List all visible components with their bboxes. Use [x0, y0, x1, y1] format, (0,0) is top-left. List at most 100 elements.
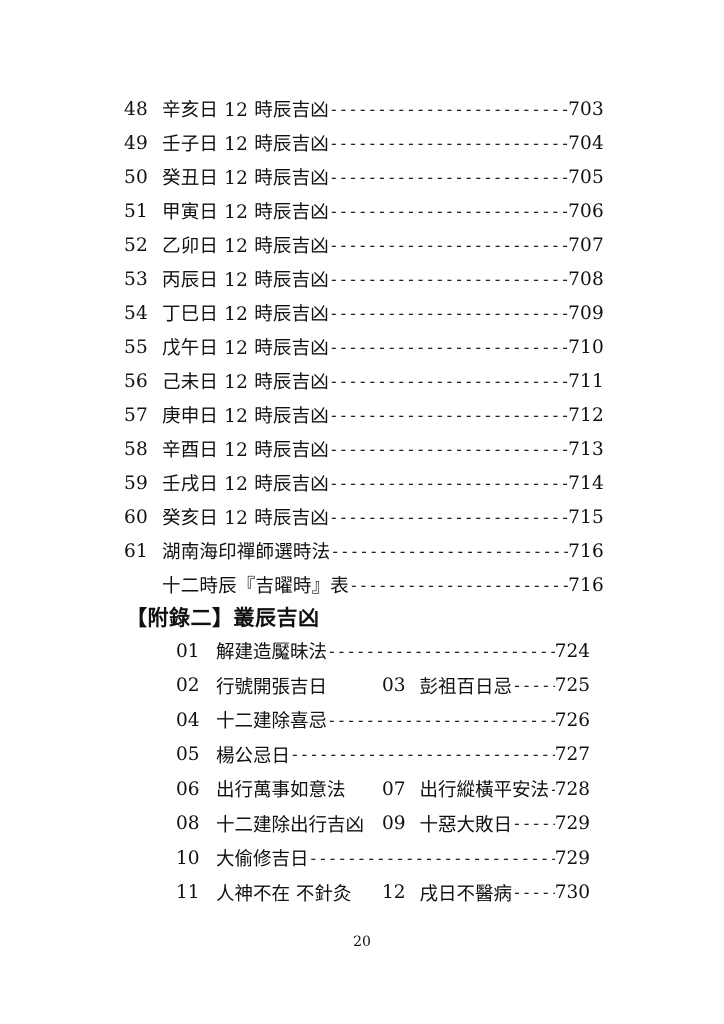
appendix-entry: 06 出行萬事如意法 07 出行縱橫平安法-728 [176, 772, 590, 807]
appendix-entry-page: 729 [554, 813, 590, 835]
toc-entry-leader: ---------------------------- [329, 133, 568, 153]
appendix-entry-number: 05 [176, 744, 200, 766]
appendix-entry-leader: ---------------------------- [308, 848, 555, 868]
toc-entry-title: 湖南海印禪師選時法 [162, 542, 331, 563]
toc-entry: 58 辛酉日 12 時辰吉凶---------------------------… [124, 432, 604, 466]
toc-entry-page: 711 [568, 370, 604, 392]
appendix-entry-title: 十二建除出行吉凶 [216, 814, 365, 836]
appendix-entry-title: 解建造魘昧法 [216, 642, 328, 664]
appendix-entry-number-second: 12 [382, 882, 406, 904]
toc-entry-page: 716 [568, 540, 604, 562]
toc-entry-page: 714 [568, 472, 604, 494]
toc-entry: 51 甲寅日 12 時辰吉凶---------------------------… [124, 194, 604, 228]
toc-entry-page: 713 [568, 438, 604, 460]
appendix-entry-title-second: 彭祖百日忌 [419, 676, 513, 698]
toc-entry-leader: ---------------------------- [329, 99, 568, 119]
toc-entry-page: 703 [568, 98, 604, 120]
toc-entry-page: 707 [568, 234, 604, 256]
toc-entry-number: 58 [124, 438, 148, 460]
toc-entry-title: 辛酉日 12 時辰吉凶 [162, 440, 330, 461]
toc-entry-number: 52 [124, 234, 148, 256]
toc-entry-leader: ------------------------ [349, 575, 569, 595]
appendix-heading: 【附錄二】叢辰吉凶 [126, 605, 320, 630]
toc-entry-title: 壬子日 12 時辰吉凶 [162, 134, 330, 155]
toc-entry-leader: ---------------------------- [329, 473, 568, 493]
toc-entry-title: 己未日 12 時辰吉凶 [162, 372, 330, 393]
toc-entry-leader: ---------------------------- [329, 507, 568, 527]
toc-entry-title: 甲寅日 12 時辰吉凶 [162, 202, 330, 223]
toc-entry-page: 706 [568, 200, 604, 222]
appendix-entry-page: 728 [554, 778, 590, 800]
appendix-entry-title: 行號開張吉日 [216, 676, 328, 698]
appendix-entry-number-second: 09 [382, 813, 406, 835]
appendix-entry-number: 06 [176, 778, 200, 800]
appendix-entry: 10 大偷修吉日----------------------------729 [176, 841, 590, 876]
toc-entry-leader: -------------------------- [330, 541, 569, 561]
toc-entry: 57 庚申日 12 時辰吉凶---------------------------… [124, 398, 604, 432]
appendix-entry-title-second: 出行縱橫平安法 [419, 780, 550, 802]
toc-entry-title: 戊午日 12 時辰吉凶 [162, 338, 330, 359]
appendix-entry-title-second: 戌日不醫病 [419, 883, 513, 905]
appendix-entry-leader: - [549, 780, 555, 799]
toc-entry-page: 710 [568, 336, 604, 358]
appendix-entry-page: 729 [554, 847, 590, 869]
toc-entry-title: 壬戌日 12 時辰吉凶 [162, 474, 330, 495]
toc-entry-leader: ---------------------------- [329, 337, 568, 357]
toc-entry-number: 54 [124, 302, 148, 324]
toc-entry-leader: ---------------------------- [329, 439, 568, 459]
toc-entry: 49 壬子日 12 時辰吉凶---------------------------… [124, 126, 604, 160]
appendix-entry-title-second: 十惡大敗日 [419, 814, 513, 836]
toc-entry-leader: ---------------------------- [329, 167, 568, 187]
toc-entry-page: 705 [568, 166, 604, 188]
toc-entry: 十二時辰『吉曜時』表------------------------716 [124, 568, 604, 602]
toc-entry-leader: ---------------------------- [329, 201, 568, 221]
toc-entry-number: 57 [124, 404, 148, 426]
appendix-entry-page: 726 [554, 709, 590, 731]
appendix-entry-leader: ----- [512, 676, 555, 696]
toc-entry-number: 55 [124, 336, 148, 358]
toc-entry: 54 丁巳日 12 時辰吉凶---------------------------… [124, 296, 604, 330]
appendix-entry-number: 01 [176, 640, 200, 662]
appendix-entry-title: 十二建除喜忌 [216, 711, 328, 733]
appendix-entry-leader: ------------------------------ [290, 745, 555, 765]
toc-entry-leader: ---------------------------- [329, 405, 568, 425]
toc-entry-number: 60 [124, 506, 148, 528]
toc-entry-leader: ---------------------------- [329, 371, 568, 391]
toc-entry-title: 庚申日 12 時辰吉凶 [162, 406, 330, 427]
toc-entry-page: 709 [568, 302, 604, 324]
toc-entry-title: 十二時辰『吉曜時』表 [162, 576, 350, 597]
appendix-entry-number-second: 07 [382, 778, 406, 800]
toc-entry-title: 丁巳日 12 時辰吉凶 [162, 304, 330, 325]
appendix-entry-number: 08 [176, 813, 200, 835]
appendix-entry-page: 730 [554, 882, 590, 904]
toc-entry-number: 50 [124, 166, 148, 188]
toc-entry-number: 53 [124, 268, 148, 290]
toc-entry: 55 戊午日 12 時辰吉凶---------------------------… [124, 330, 604, 364]
appendix-entry-title: 大偷修吉日 [216, 849, 309, 871]
appendix-entry-page: 725 [554, 675, 590, 697]
toc-entry-leader: ---------------------------- [329, 303, 568, 323]
toc-entry-page: 716 [568, 574, 604, 596]
appendix-entry-leader: ----- [512, 814, 555, 834]
toc-entry-title: 癸亥日 12 時辰吉凶 [162, 508, 330, 529]
toc-entry-number: 59 [124, 472, 148, 494]
appendix-entry-number: 11 [176, 882, 200, 904]
toc-entry-number: 51 [124, 200, 148, 222]
appendix-entry-number: 10 [176, 847, 200, 869]
appendix-entry-leader: ----- [512, 883, 555, 903]
toc-entry-number: 49 [124, 132, 148, 154]
appendix-entry-title: 人神不在 不針灸 [216, 883, 352, 905]
appendix-entry-title: 出行萬事如意法 [216, 780, 346, 802]
toc-entry-title: 辛亥日 12 時辰吉凶 [162, 100, 330, 121]
